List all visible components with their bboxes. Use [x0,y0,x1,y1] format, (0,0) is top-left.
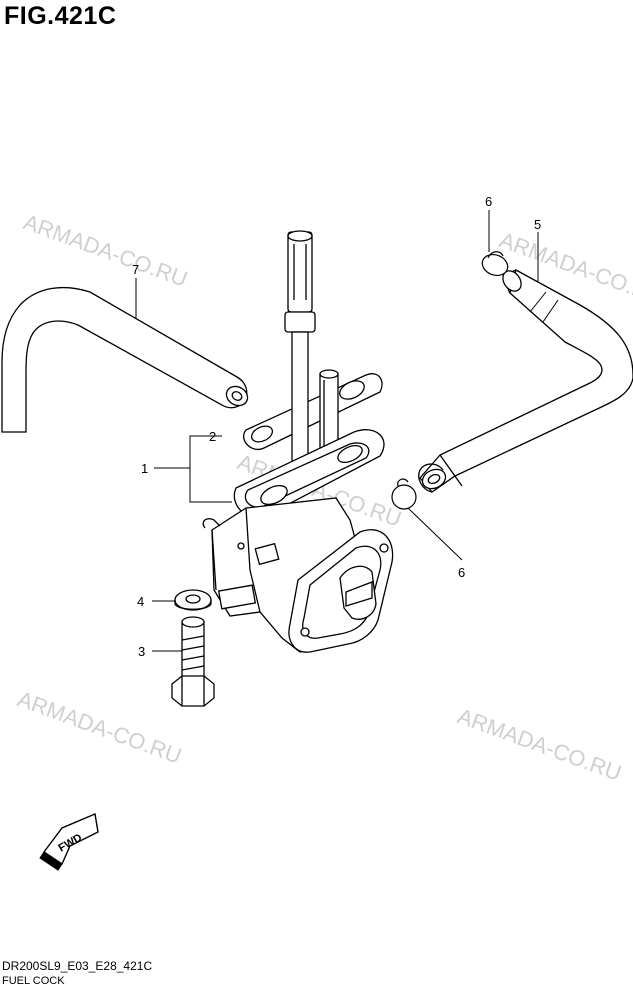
part-5-hose [418,269,633,493]
callout-5: 5 [534,217,541,232]
part-6-clip-lower [391,478,417,510]
figure-title: FIG.421C [4,2,117,30]
callout-3: 3 [138,644,145,659]
part-6-clip-upper [481,251,509,276]
forward-direction-badge: FWD [39,813,99,871]
footer: DR200SL9_E03_E28_421C FUEL COCK [2,958,152,988]
callout-4: 4 [137,594,144,609]
callout-6-upper: 6 [485,194,492,209]
callout-2: 2 [209,429,216,444]
callout-7: 7 [132,262,139,277]
leader-lines [135,210,539,652]
callout-1: 1 [141,461,148,476]
watermark-text: ARMADA-CO.RU [454,703,625,785]
footer-diagram-code: DR200SL9_E03_E28_421C [2,959,153,973]
footer-part-name: FUEL COCK [2,975,65,987]
part-1-fuel-cock [202,230,394,653]
part-2-gasket-upper [243,373,383,451]
part-7-hose [1,286,249,433]
part-3-bolt [171,616,215,707]
callout-6-lower: 6 [458,565,465,580]
callouts: 1 2 3 4 5 6 6 7 [132,194,541,659]
part-4-washer [174,589,212,611]
watermark-text: ARMADA-CO.RU [20,209,191,291]
watermark-text: ARMADA-CO.RU [14,686,185,768]
